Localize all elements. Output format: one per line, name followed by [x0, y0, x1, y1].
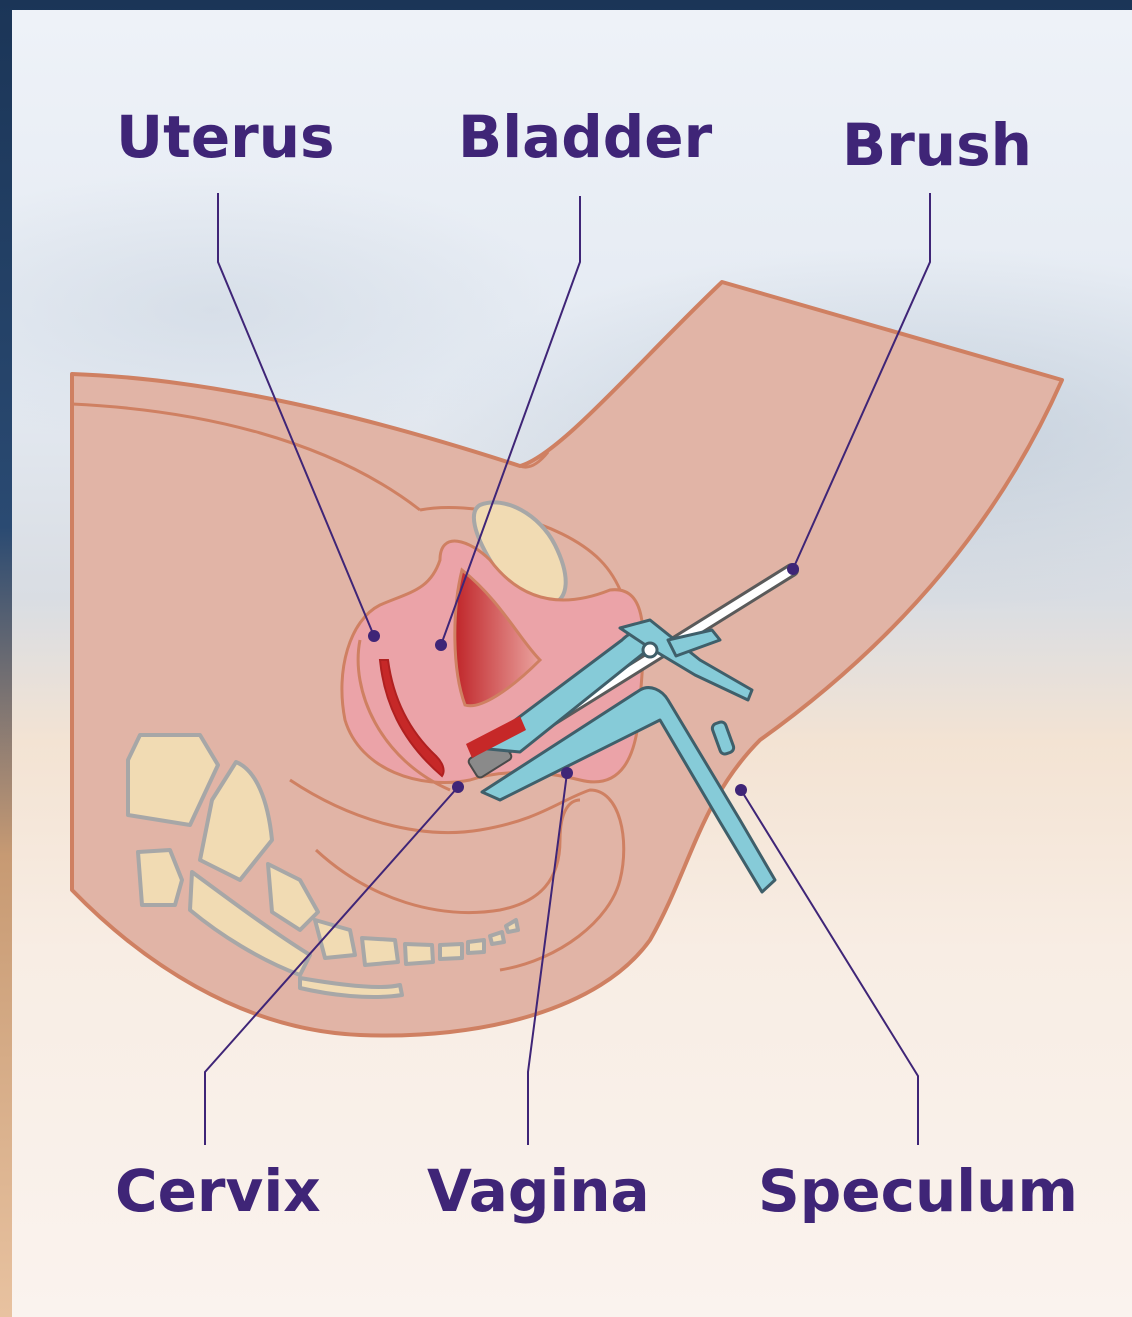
brush-label: Brush: [842, 116, 1032, 174]
brush-dot: [787, 563, 799, 575]
cervix-dot: [452, 781, 464, 793]
bladder-dot: [435, 639, 447, 651]
vagina-label: Vagina: [427, 1162, 650, 1220]
speculum-dot: [735, 784, 747, 796]
vagina-dot: [561, 767, 573, 779]
speculum-label: Speculum: [758, 1162, 1078, 1220]
speculum-leader-line: [741, 790, 918, 1145]
uterus-label: Uterus: [116, 108, 335, 166]
bladder-label: Bladder: [458, 108, 712, 166]
uterus-dot: [368, 630, 380, 642]
cervix-label: Cervix: [115, 1162, 321, 1220]
